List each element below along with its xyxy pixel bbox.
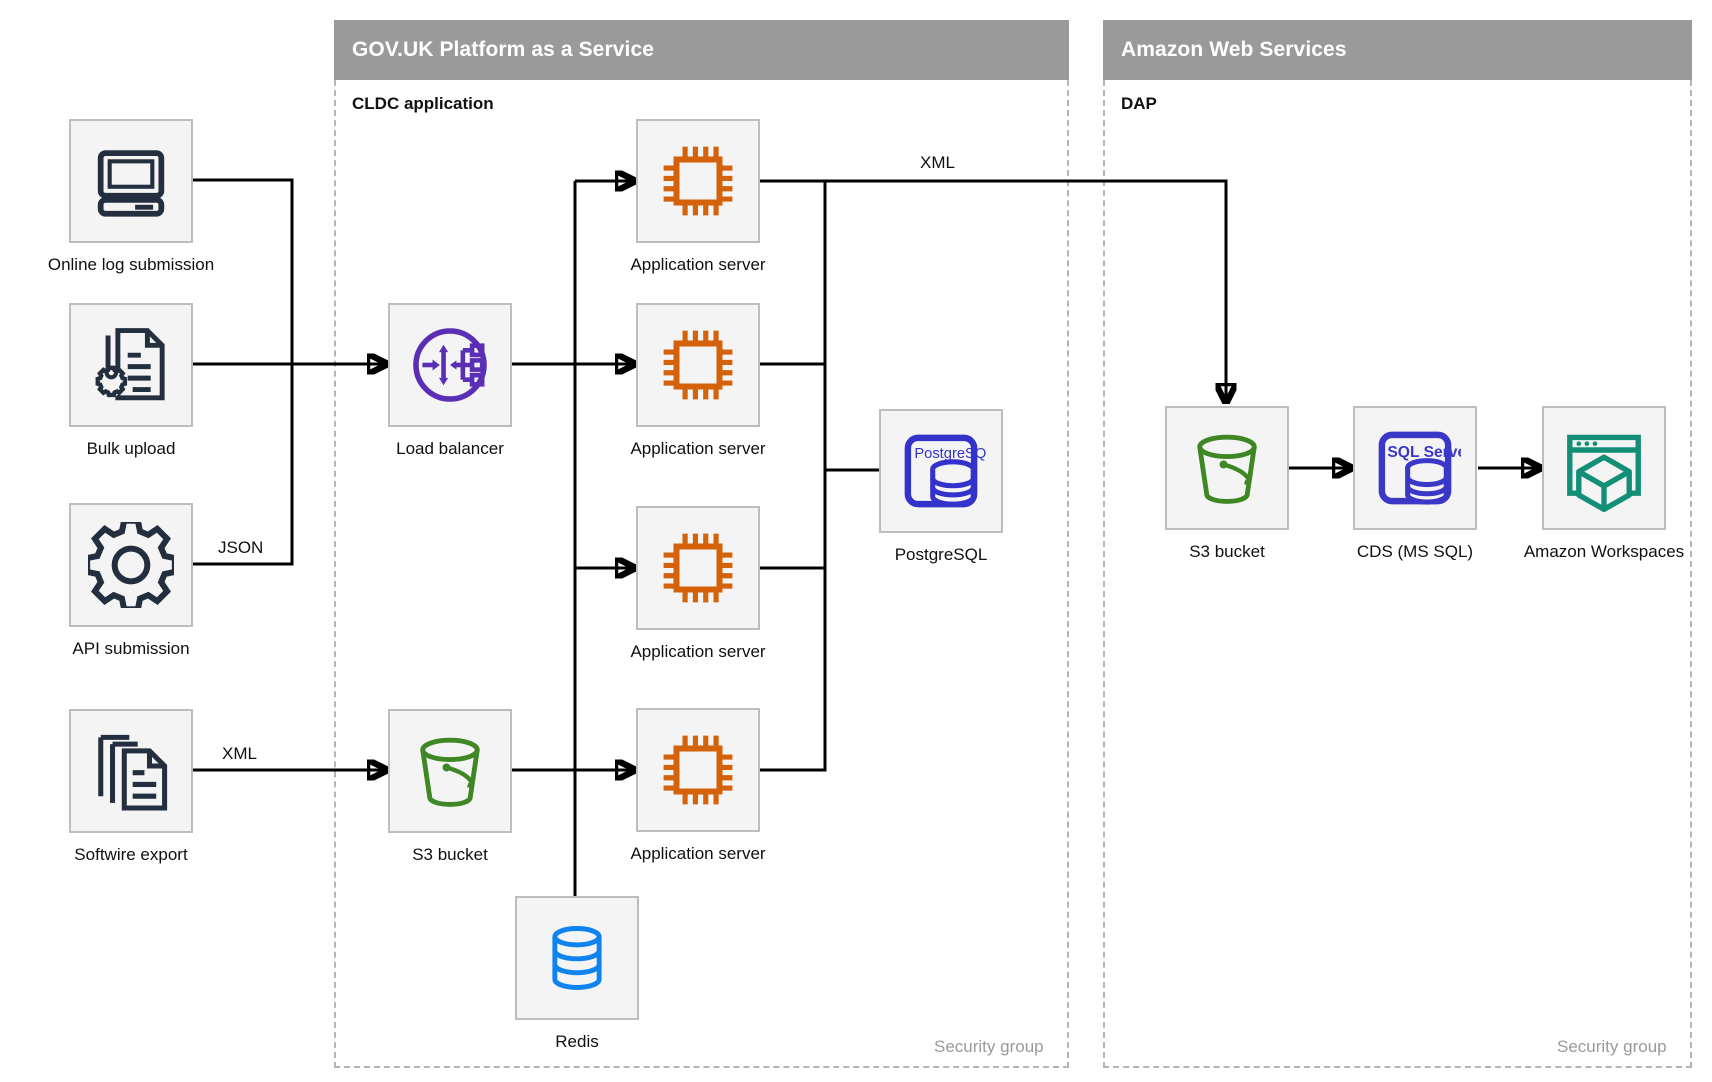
- security-group-box-aws: [1103, 80, 1692, 1068]
- postgresql-database-icon: PostgreSQL: [904, 434, 987, 508]
- node-application-server-2-label: Application server: [630, 439, 766, 458]
- node-postgresql-tile[interactable]: PostgreSQL: [879, 409, 1003, 533]
- load-balancer-icon: [413, 328, 487, 402]
- node-amazon-workspaces-tile[interactable]: [1542, 406, 1666, 530]
- node-redis-label: Redis: [555, 1032, 599, 1051]
- node-s3-bucket-paas-tile[interactable]: [388, 709, 512, 833]
- node-application-server-3-label: Application server: [630, 642, 766, 661]
- edge-label-xml-softwire: XML: [222, 744, 257, 763]
- sublabel-cldc-application: CLDC application: [352, 94, 494, 113]
- node-postgresql-label: PostgreSQL: [894, 545, 988, 564]
- cpu-chip-icon: [663, 330, 733, 400]
- cpu-chip-icon: [663, 533, 733, 603]
- node-redis-tile[interactable]: [515, 896, 639, 1020]
- desktop-computer-icon: [97, 150, 165, 217]
- node-bulk-upload-label: Bulk upload: [86, 439, 176, 458]
- s3-bucket-icon: [1197, 434, 1257, 504]
- node-online-log-submission-label: Online log submission: [47, 255, 215, 274]
- cpu-chip-icon: [663, 735, 733, 805]
- postgresql-badge-text: PostgreSQL: [914, 446, 987, 462]
- security-group-label-aws: Security group: [1557, 1037, 1667, 1056]
- node-load-balancer-label: Load balancer: [396, 439, 504, 458]
- node-amazon-workspaces-label: Amazon Workspaces: [1523, 542, 1685, 561]
- node-application-server-2-tile[interactable]: [636, 303, 760, 427]
- node-s3-bucket-dap-tile[interactable]: [1165, 406, 1289, 530]
- node-s3-bucket-paas-label: S3 bucket: [412, 845, 488, 864]
- document-stack-icon: [98, 734, 168, 811]
- edge-label-xml-to-dap: XML: [920, 153, 955, 172]
- node-api-submission-label: API submission: [72, 639, 190, 658]
- node-bulk-upload-tile[interactable]: [69, 303, 193, 427]
- node-application-server-1-tile[interactable]: [636, 119, 760, 243]
- amazon-workspaces-icon: [1567, 434, 1641, 513]
- gear-icon: [88, 522, 174, 608]
- node-online-log-submission-tile[interactable]: [69, 119, 193, 243]
- edge-label-json: JSON: [218, 538, 264, 557]
- zone-header-paas-title: GOV.UK Platform as a Service: [352, 38, 654, 61]
- node-s3-bucket-dap-label: S3 bucket: [1189, 542, 1265, 561]
- node-application-server-4-tile[interactable]: [636, 708, 760, 832]
- node-application-server-1-label: Application server: [630, 255, 766, 274]
- node-cds-ms-sql-label: CDS (MS SQL): [1356, 542, 1474, 561]
- cpu-chip-icon: [663, 146, 733, 216]
- node-softwire-export-label: Softwire export: [74, 845, 188, 864]
- node-api-submission-tile[interactable]: [69, 503, 193, 627]
- document-gear-icon: [95, 328, 165, 401]
- s3-bucket-icon: [420, 737, 480, 807]
- redis-database-icon: [552, 926, 602, 990]
- node-load-balancer-tile[interactable]: [388, 303, 512, 427]
- wire-api-submission-to-bus: [193, 364, 294, 566]
- sublabel-dap: DAP: [1121, 94, 1157, 113]
- security-group-box-paas: [334, 80, 1069, 1068]
- zone-header-aws: Amazon Web Services: [1103, 20, 1692, 80]
- zone-header-paas: GOV.UK Platform as a Service: [334, 20, 1069, 80]
- sql-server-database-icon: SQL Server: [1378, 431, 1461, 505]
- security-group-label-paas: Security group: [934, 1037, 1044, 1056]
- node-softwire-export-tile[interactable]: [69, 709, 193, 833]
- sql-server-badge-text: SQL Server: [1387, 444, 1461, 461]
- node-application-server-3-tile[interactable]: [636, 506, 760, 630]
- zone-header-aws-title: Amazon Web Services: [1121, 38, 1347, 61]
- node-cds-ms-sql-tile[interactable]: SQL Server: [1353, 406, 1477, 530]
- node-application-server-4-label: Application server: [630, 844, 766, 863]
